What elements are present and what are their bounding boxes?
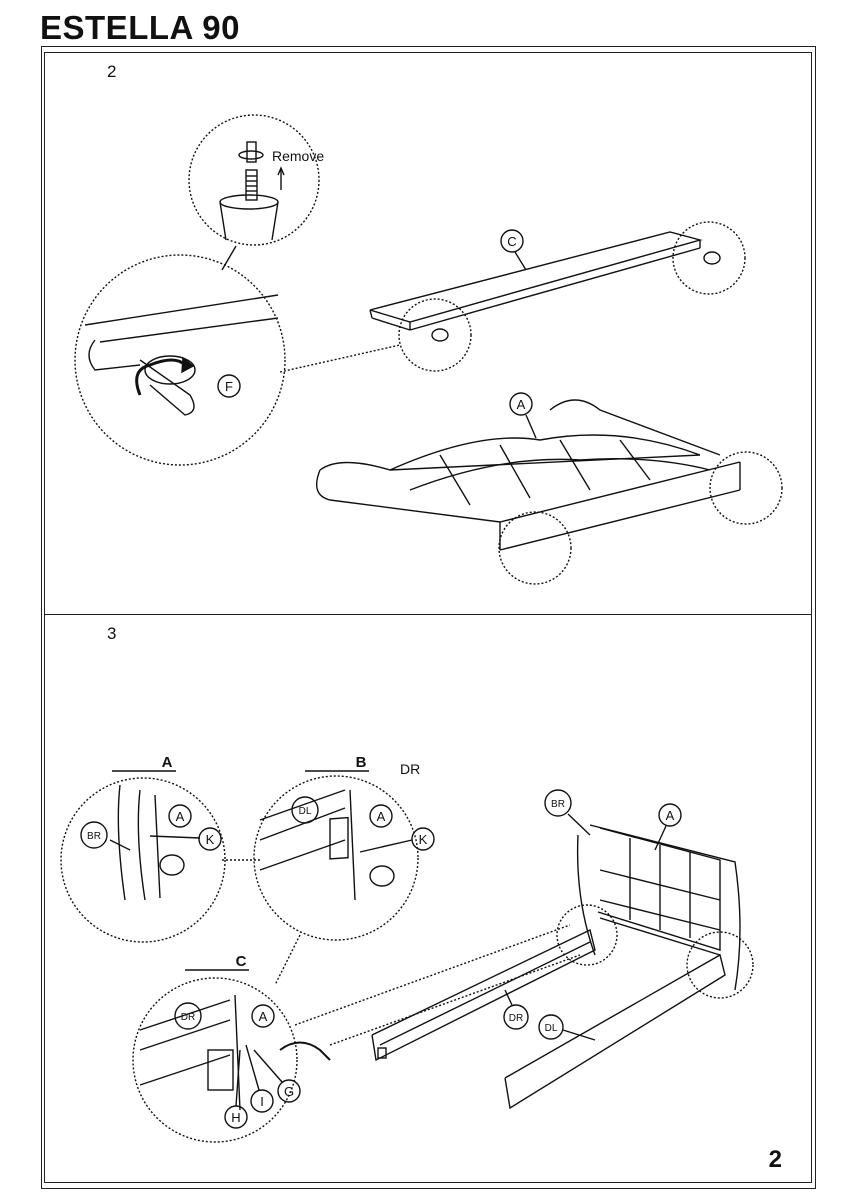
detail-b-callout-dl: DL [299,806,312,817]
detail-c-callout-h: H [231,1110,240,1125]
leg-zoom-detail [74,254,286,466]
detail-c-callout-a: A [259,1009,268,1024]
detail-c-callout-dr: DR [181,1012,195,1023]
callout-main-dr [503,1004,529,1030]
callout-c-a [251,1004,275,1028]
detail-a-header: A [162,754,173,771]
callout-f [217,374,241,398]
remove-foot-detail [188,114,320,246]
detail-b [253,775,419,941]
detail-b-callout-k: K [419,832,428,847]
callout-c-g [277,1079,301,1103]
page-number: 2 [768,1146,782,1173]
main-callout-a: A [666,808,675,823]
main-bed-assembly [371,824,754,1110]
detail-a-callout-br: BR [87,831,101,842]
detail-c-callout-i: I [260,1094,264,1109]
callout-main-a [658,803,682,827]
callout-b-dl [291,796,319,824]
step-2-number: 2 [107,62,117,81]
detail-b-header: B [356,754,367,771]
callout-a-k [198,827,222,851]
page-frame [41,46,816,1189]
remove-label: Remove [272,148,324,164]
callout-c-label: C [507,234,516,249]
callout-f-label: F [225,379,233,394]
step-divider [44,614,812,615]
detail-c [132,977,331,1143]
detail-b-extra: DR [400,761,420,777]
main-callout-dl: DL [545,1023,558,1034]
callout-c [500,229,524,253]
page-frame-inner [44,52,812,1183]
rail-c [369,221,746,372]
callout-main-dl [538,1014,564,1040]
callout-main-br [544,789,572,817]
main-callout-br: BR [551,799,565,810]
callout-b-k [411,827,435,851]
callout-a-label: A [517,397,526,412]
callout-a-br [80,821,108,849]
callout-a-a [168,804,192,828]
detail-c-header: C [236,953,247,970]
main-callout-dr: DR [509,1013,523,1024]
callout-a [509,392,533,416]
callout-c-dr [174,1002,202,1030]
detail-b-callout-a: A [377,809,386,824]
detail-a-callout-a: A [176,809,185,824]
detail-a-callout-k: K [206,832,215,847]
callout-b-a [369,804,393,828]
detail-c-callout-g: G [284,1084,294,1099]
bed-base-a [316,399,783,585]
document-title: ESTELLA 90 [40,9,240,46]
step-3-number: 3 [107,624,117,643]
detail-a [60,777,226,943]
callout-c-i [250,1089,274,1113]
